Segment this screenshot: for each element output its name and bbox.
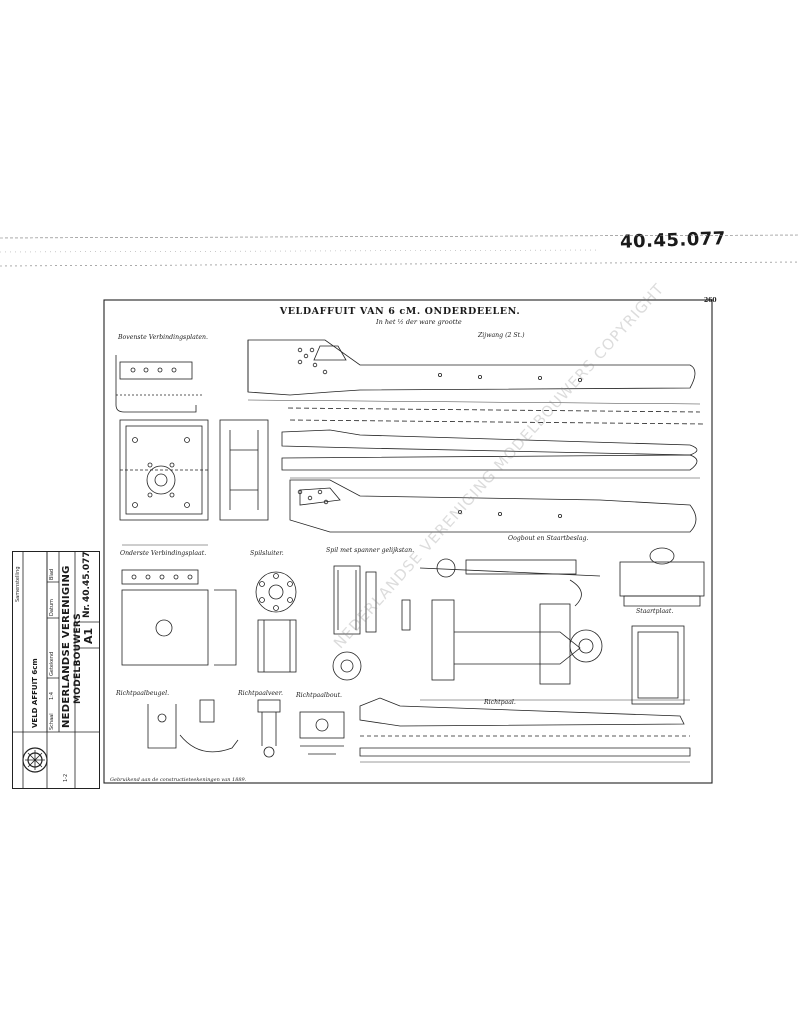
- stamp-number-label: Nr.: [82, 603, 92, 618]
- stamp-blad-value: 1-2: [63, 773, 69, 782]
- scan-artifacts: [0, 234, 800, 267]
- spindle: [332, 565, 411, 681]
- spindle-closer: [255, 571, 297, 673]
- footer-note: Gebruikend aan de constructieteekeningen…: [110, 777, 247, 783]
- bottom-connection-plate: [121, 569, 237, 666]
- trail-spike-bracket: [147, 699, 239, 753]
- tail-plate: [631, 625, 685, 705]
- label-spilsluiter: Spilsluiter.: [250, 550, 284, 557]
- stamp-subject: VELD AFFUIT 6cm: [31, 658, 39, 728]
- stamp-sheet-size: A1: [82, 627, 95, 644]
- stamp-header: Samenstelling: [15, 566, 21, 602]
- title-block-grid: [13, 552, 99, 788]
- label-staartplaat: Staartplaat.: [636, 608, 674, 615]
- drawing-title: VELDAFFUIT VAN 6 cM. ONDERDEELEN.: [279, 306, 521, 317]
- stamp-schaal-label: Schaal: [49, 713, 55, 730]
- title-block-stamp: Samenstelling VELD AFFUIT 6cm Schaal 1:4…: [12, 551, 100, 789]
- label-richtpaalveer: Richtpaalveer.: [238, 690, 283, 697]
- stamp-number-value: 40.45.077: [82, 551, 92, 602]
- stamp-getekend-label: Getekend: [49, 651, 55, 676]
- side-cheek-drawings: [247, 339, 706, 533]
- stamp-schaal-value: 1:4: [49, 691, 55, 700]
- trail-spike: [359, 697, 691, 757]
- label-oogbout: Oogbout en Staartbeslag.: [508, 535, 589, 542]
- label-richtpaalbout: Richtpaalbout.: [296, 692, 343, 699]
- dimension-lines: [122, 399, 701, 763]
- label-onderste: Onderste Verbindingsplaat.: [120, 550, 207, 557]
- stamp-blad-label: Blad: [49, 568, 55, 580]
- label-richtpaal: Richtpaal.: [484, 699, 516, 706]
- drawing-frame: [103, 299, 713, 784]
- eye-bolt-tail-fitting: [419, 547, 705, 685]
- label-zijwang: Zijwang (2 St.): [478, 332, 525, 339]
- label-spil: Spil met spanner gelijkstan.: [326, 547, 415, 554]
- stamp-association-line2: MODELBOUWERS: [73, 613, 83, 704]
- bolt-holes: [297, 347, 583, 519]
- association-logo-icon: [22, 747, 48, 773]
- trail-spike-spring: [257, 699, 281, 758]
- title-block-content: Samenstelling VELD AFFUIT 6cm Schaal 1:4…: [13, 551, 99, 788]
- drawing-subtitle: In het ½ der ware grootte: [376, 318, 462, 326]
- label-richtpaalbeugel: Richtpaalbeugel.: [116, 690, 170, 697]
- stamp-datum-label: Datum: [49, 599, 55, 616]
- top-connection-plates: [115, 355, 269, 521]
- plate-number: 260: [704, 297, 717, 304]
- stamp-association-line1: NEDERLANDSE VERENIGING: [61, 565, 72, 728]
- label-bovenste: Bovenste Verbindingsplaten.: [118, 334, 208, 341]
- trail-spike-bolt: [299, 711, 345, 755]
